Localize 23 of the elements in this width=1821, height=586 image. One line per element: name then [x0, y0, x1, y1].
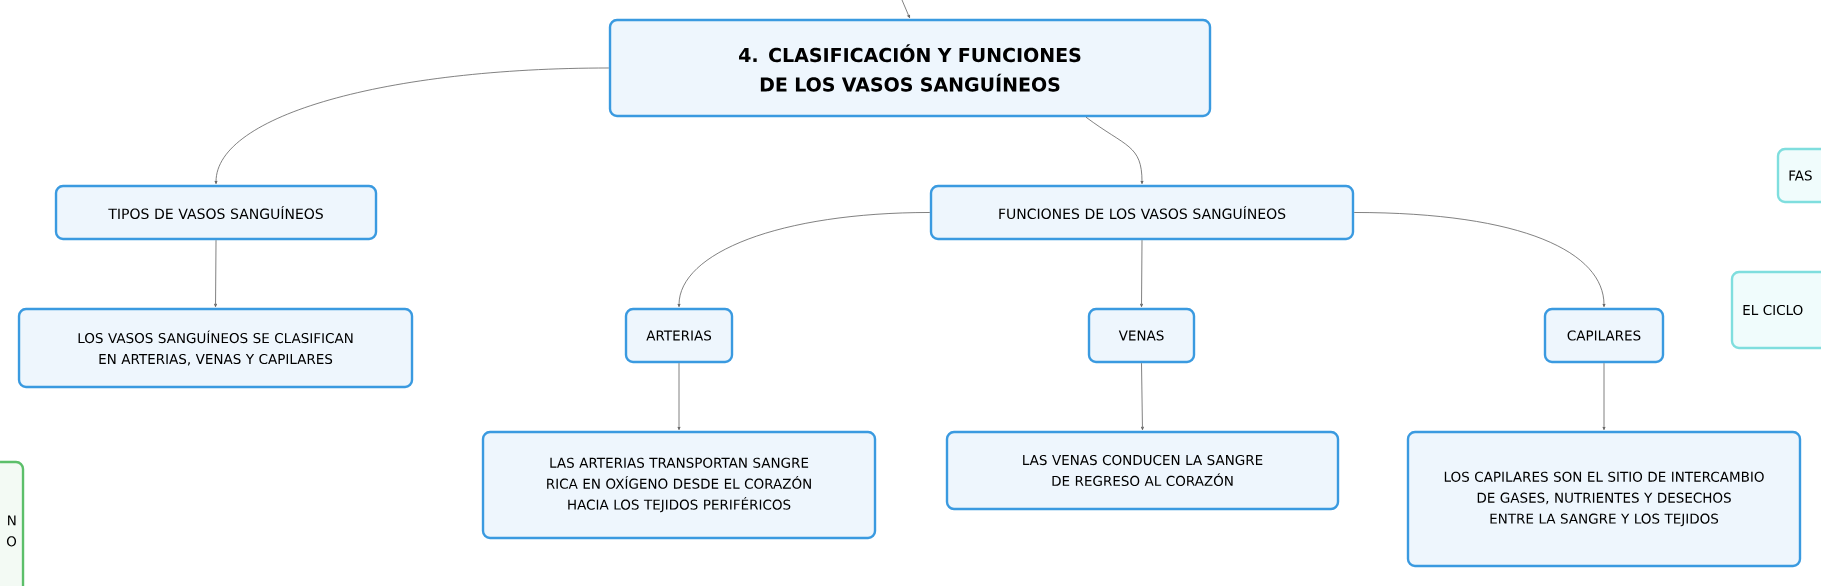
- connector: [1085, 116, 1144, 185]
- connector: [1353, 212, 1606, 308]
- connector: [214, 67, 610, 185]
- connector: [901, 0, 910, 19]
- connector: [1602, 362, 1606, 431]
- topic-box: LOS CAPILARES SON EL SITIO DE INTERCAMBIO DE GASES, NUTRIENTES Y DESECHOS ENTRE LA SANGRE Y LOS TEJIDOS: [1406, 430, 1802, 568]
- topic-box: N O: [0, 460, 25, 586]
- topic-box: LAS VENAS CONDUCEN LA SANGRE DE REGRESO AL CORAZÓN: [945, 430, 1340, 511]
- connector: [214, 239, 218, 308]
- topic-box: TIPOS DE VASOS SANGUÍNEOS: [54, 184, 378, 241]
- topic-box: LAS ARTERIAS TRANSPORTAN SANGRE RICA EN OXÍGENO DESDE EL CORAZÓN HACIA LOS TEJIDOS PERIFÉRICOS: [481, 430, 877, 540]
- connector: [677, 362, 681, 431]
- connector: [677, 212, 931, 308]
- topic-box: EL CICLO: [1730, 270, 1821, 350]
- topic-box: FAS: [1776, 147, 1821, 204]
- topic-box: ARTERIAS: [624, 307, 734, 364]
- topic-box: CAPILARES: [1543, 307, 1665, 364]
- connector: [1140, 239, 1143, 308]
- topic-box: LOS VASOS SANGUÍNEOS SE CLASIFICAN EN ARTERIAS, VENAS Y CAPILARES: [17, 307, 414, 389]
- topic-box: FUNCIONES DE LOS VASOS SANGUÍNEOS: [929, 184, 1355, 241]
- topic-box: VENAS: [1087, 307, 1196, 364]
- title-box: 4. CLASIFICACIÓN Y FUNCIONES DE LOS VASOS SANGUÍNEOS: [608, 18, 1212, 118]
- connector: [1140, 362, 1144, 431]
